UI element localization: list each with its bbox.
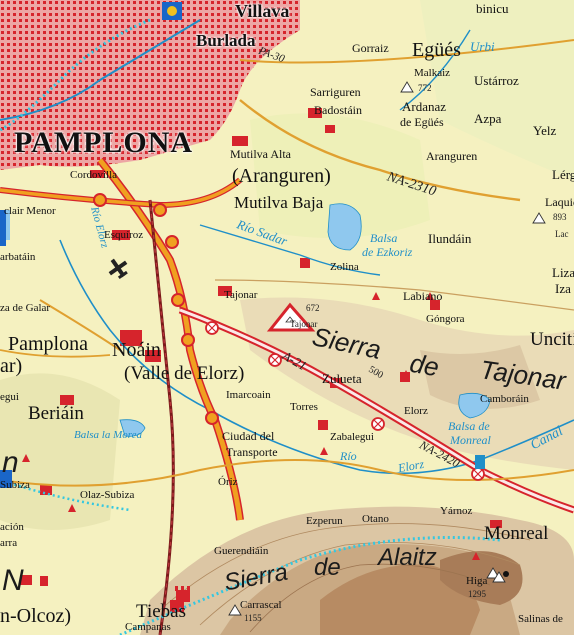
label-higa: Higa <box>466 575 488 587</box>
label-sarriguren: Sarriguren <box>310 85 361 99</box>
label-beriain: Beriáin <box>28 403 84 424</box>
label-clair-menor: clair Menor <box>4 205 56 217</box>
label-monreal: Monreal <box>484 523 549 544</box>
label-zolina: Zolina <box>330 261 359 273</box>
label-sierra-tajonar-2: de <box>407 347 442 383</box>
label-higa-elevation: 1295 <box>468 589 486 599</box>
label-ustarroz: Ustárroz <box>474 73 519 88</box>
label-unciti: Unciti <box>530 329 574 350</box>
label-sierra-alaitz-2: de <box>314 554 341 581</box>
label-balsa-monreal-1: Balsa de <box>448 419 490 433</box>
label-zabalegui: Zabalegui <box>330 431 374 443</box>
label-acion: ación <box>0 521 24 533</box>
label-sierra-alaitz-3: Alaitz <box>378 544 437 571</box>
label-balsa-ezkoriz-2: de Ezkoriz <box>362 245 413 259</box>
label-liza: Liza <box>552 265 574 280</box>
label-carrascal-elevation: 1155 <box>244 613 262 623</box>
label-oriz: Óriz <box>218 476 238 488</box>
label-labiano: Labiano <box>403 289 443 303</box>
label-zizur-galar: za de Galar <box>0 302 51 314</box>
label-laquidain: Laquida <box>545 195 574 209</box>
label-esquiroz: Esquíroz <box>104 229 144 241</box>
label-gongora: Góngora <box>426 313 465 325</box>
label-aranguren-town: Aranguren <box>426 149 478 163</box>
label-binicu: binicu <box>476 1 509 16</box>
label-lac: Lac <box>555 229 569 239</box>
label-arbatain: arbatáin <box>0 251 36 263</box>
label-olcoz: n-Olcoz) <box>0 605 72 627</box>
label-salinas: Salinas de <box>518 613 563 625</box>
label-egui: egui <box>0 391 19 403</box>
label-otano: Otano <box>362 513 389 525</box>
label-subiza: Subiza <box>0 479 30 491</box>
label-yarnoz: Yárnoz <box>440 505 473 517</box>
label-ilundain: Ilundáin <box>428 231 472 246</box>
label-gorraiz: Gorraiz <box>352 41 389 55</box>
label-de-egues: de Egüés <box>400 115 444 129</box>
label-iza: Iza <box>555 281 571 296</box>
label-guerendiain: Guerendiáin <box>214 545 269 557</box>
label-arra: arra <box>0 537 18 549</box>
label-mutilva-alta: Mutilva Alta <box>230 147 291 161</box>
label-cordovilla: Cordovilla <box>70 169 118 181</box>
label-imarcoain: Imarcoain <box>226 389 271 401</box>
label-balsa-la-morea: Balsa la Morea <box>74 429 143 441</box>
label-ciudad-transporte-2: Transporte <box>226 445 278 459</box>
label-laquidain-elevation: 893 <box>553 212 567 222</box>
label-elorz: Elorz <box>404 405 428 417</box>
label-rio-small: Río <box>340 449 357 463</box>
label-tajonar-village: Tajonar <box>224 289 258 301</box>
label-lerga: Lérg <box>552 167 574 182</box>
label-noain: Noáin <box>112 339 161 361</box>
label-tajonar-peak-elevation: 672 <box>306 303 320 313</box>
label-balsa-monreal-2: Monreal <box>450 433 491 447</box>
label-n-capital: N <box>2 564 24 597</box>
label-campanas: Campanas <box>125 621 171 633</box>
label-azpa: Azpa <box>474 111 502 126</box>
label-ciudad-transporte-1: Ciudad del <box>222 429 275 443</box>
label-yelz: Yelz <box>533 123 557 138</box>
label-egues: Egüés <box>412 39 461 61</box>
label-villava: Villava <box>235 1 290 21</box>
label-olaz-subiza: Olaz-Subiza <box>80 489 135 501</box>
label-malkaiz-elevation: 772 <box>418 83 432 93</box>
label-valle-elorz: (Valle de Elorz) <box>124 363 245 384</box>
label-pamplona-city: PAMPLONA <box>14 126 194 159</box>
label-balsa-ezkoriz-1: Balsa <box>370 231 398 245</box>
label-aranguren-municipality: (Aranguren) <box>232 165 331 187</box>
label-torres: Torres <box>290 401 318 413</box>
label-tiebas: Tiebas <box>136 601 186 622</box>
label-n-big: n <box>2 446 19 479</box>
label-burlada: Burlada <box>196 31 256 50</box>
label-ardanaz: Ardanaz <box>402 99 447 114</box>
label-ezperun: Ezperun <box>306 515 343 527</box>
label-ar: ar) <box>0 355 23 377</box>
label-carrascal: Carrascal <box>240 599 282 611</box>
label-zulueta: Zulueta <box>322 371 362 386</box>
label-badostain: Badostáin <box>314 103 362 117</box>
label-pamplona-municipality: Pamplona <box>8 333 88 355</box>
label-camborain: Camboráin <box>480 393 529 405</box>
label-malkaiz: Malkaiz <box>414 67 451 79</box>
label-tajonar-peak: Tajonar <box>290 319 318 329</box>
label-mutilva-baja: Mutilva Baja <box>234 193 324 212</box>
label-urbi: Urbi <box>470 39 495 54</box>
